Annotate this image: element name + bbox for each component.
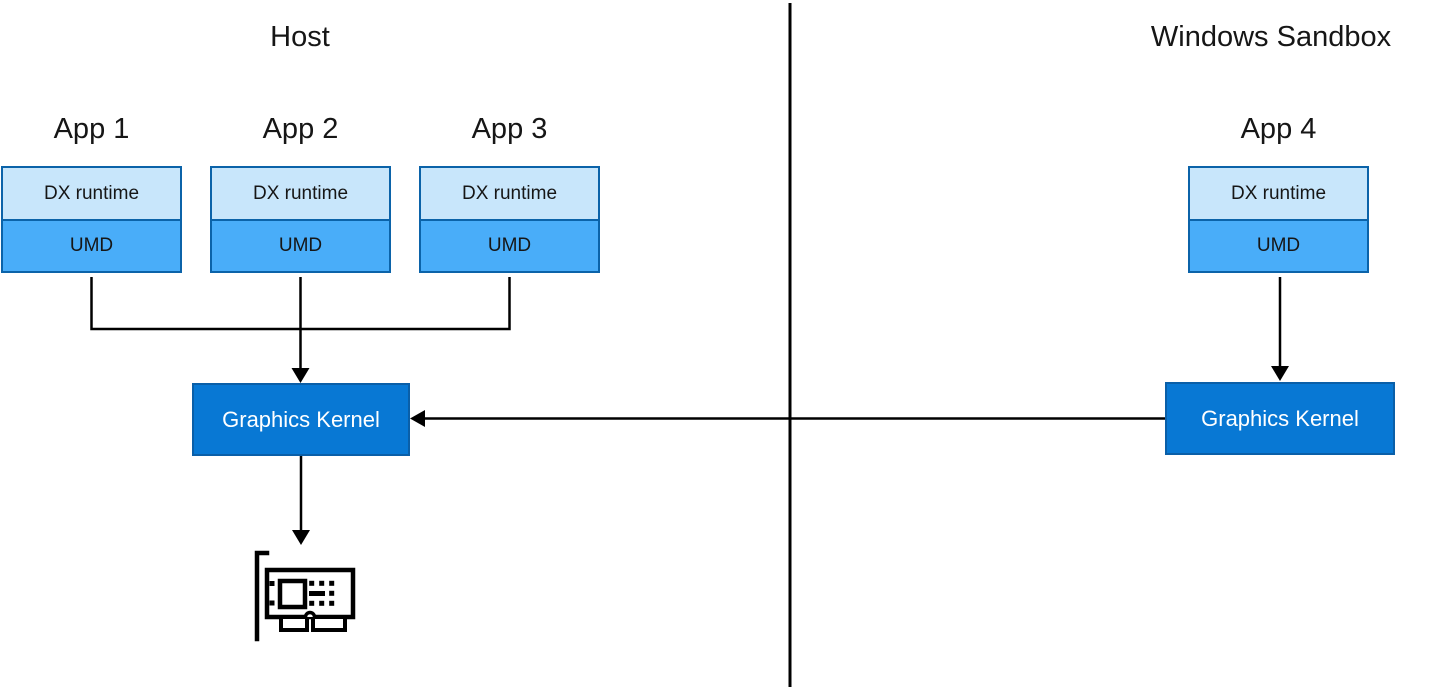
app-1-label: App 1 <box>53 113 130 145</box>
app-4-label: App 4 <box>1240 113 1317 145</box>
arrowhead-into-host-kernel-left <box>410 410 425 427</box>
app-3-box: DX runtime UMD <box>419 166 600 273</box>
app-2-umd-layer: UMD <box>212 221 389 271</box>
sandbox-graphics-kernel-box: Graphics Kernel <box>1165 382 1395 455</box>
app-4-dx-runtime-layer: DX runtime <box>1190 168 1367 221</box>
app-4-umd-layer: UMD <box>1190 221 1367 271</box>
app-4-stack: App 4 DX runtime UMD <box>1188 112 1369 273</box>
host-title: Host <box>270 21 330 53</box>
app-1-umd-layer: UMD <box>3 221 180 271</box>
sandbox-title: Windows Sandbox <box>1150 21 1392 53</box>
app-2-box: DX runtime UMD <box>210 166 391 273</box>
arrowhead-into-gpu <box>292 530 310 545</box>
app-3-umd-layer: UMD <box>421 221 598 271</box>
graphics-card-icon <box>254 550 356 642</box>
app-1-stack: App 1 DX runtime UMD <box>1 112 182 273</box>
app-3-stack: App 3 DX runtime UMD <box>419 112 600 273</box>
app1-app3-connector-line <box>90 277 511 331</box>
app-3-dx-runtime-layer: DX runtime <box>421 168 598 221</box>
app-2-dx-runtime-layer: DX runtime <box>212 168 389 221</box>
app-2-stack: App 2 DX runtime UMD <box>210 112 391 273</box>
app-4-box: DX runtime UMD <box>1188 166 1369 273</box>
arrowhead-into-sandbox-kernel <box>1271 366 1289 381</box>
host-graphics-kernel-box: Graphics Kernel <box>192 383 410 456</box>
app-1-dx-runtime-layer: DX runtime <box>3 168 180 221</box>
arrowhead-into-host-kernel <box>291 368 310 383</box>
app-1-box: DX runtime UMD <box>1 166 182 273</box>
app-3-label: App 3 <box>471 113 548 145</box>
app-2-label: App 2 <box>262 113 339 145</box>
